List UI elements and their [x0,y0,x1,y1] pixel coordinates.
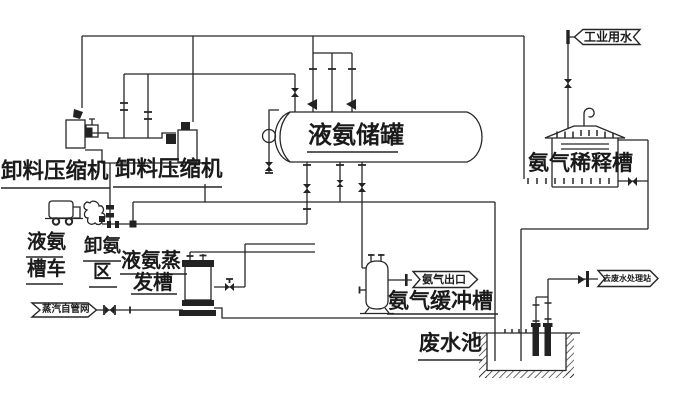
label-evaporator-2: 发槽 [133,272,173,294]
tank-truck-symbol [45,200,83,226]
dilution-tank-symbol [527,107,626,188]
flange-ticks [103,68,385,315]
stream-flags [30,28,659,318]
label-evaporator-1: 液氨蒸 [121,250,181,272]
flag-label-ammonia-outlet: 氨气出口 [422,273,466,286]
unloading-hose-symbol [83,200,106,226]
storage-tank-symbol [261,111,483,163]
suction-manifold-symbol [85,132,205,164]
label-unloading-area-2: 区 [93,263,112,283]
flag-label-to-wastewater-station: 去废水处理站 [603,274,651,283]
label-underlines [1,151,498,361]
flag-ammonia-outlet [411,270,479,289]
label-buffer-tank: 氨气缓冲槽 [388,289,493,313]
label-tank-truck-1: 液氨 [27,232,67,253]
wastewater-pool-symbol [472,302,580,378]
buffer-tank-symbol [360,260,394,315]
flag-steam [30,302,98,318]
label-unloading-area-1: 卸氨 [84,237,122,257]
label-compressor-left: 卸料压缩机 [1,159,109,183]
evaporator-symbol [179,260,216,316]
label-storage-tank: 液氨储罐 [308,123,404,149]
vent-hook-icon [583,107,595,126]
label-wastewater-pool: 废水池 [419,331,482,355]
label-dilution-tank: 氨气稀释槽 [528,151,633,175]
compressor-2-symbol [177,122,198,163]
flag-to-wastewater-station [596,269,659,288]
label-compressor-right: 卸料压缩机 [115,157,223,181]
flag-industrial-water [573,28,642,46]
flag-label-steam: 蒸汽自管网 [42,304,90,315]
sump-pump-symbol [531,323,553,356]
valves-and-fittings [105,30,637,314]
flag-label-industrial-water: 工业用水 [584,30,633,44]
label-tank-truck-2: 槽车 [27,259,67,280]
pressure-gauge-icon [261,128,277,144]
compressor-1-symbol [65,109,99,149]
